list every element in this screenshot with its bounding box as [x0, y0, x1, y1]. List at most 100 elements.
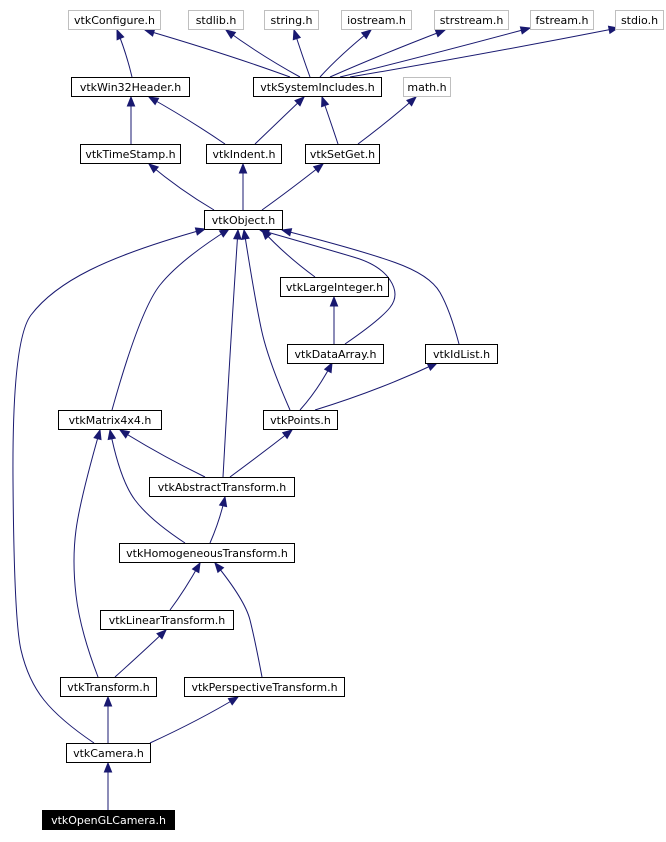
node-vtkPerspectiveTransform[interactable]: vtkPerspectiveTransform.h — [184, 677, 345, 697]
node-vtkWin32Header[interactable]: vtkWin32Header.h — [71, 77, 190, 97]
node-box-vtkTransform — [60, 677, 157, 697]
node-box-vtkAbstractTransform — [149, 477, 295, 497]
node-box-vtkOpenGLCamera — [42, 810, 175, 830]
node-label-vtkLinearTransform: vtkLinearTransform.h — [109, 614, 226, 627]
edge-vtkIndent-to-vtkWin32Header — [148, 96, 226, 145]
arrowhead-vtkCamera-to-vtkObject — [194, 227, 207, 236]
node-vtkTransform[interactable]: vtkTransform.h — [60, 677, 157, 697]
node-label-vtkLargeInteger: vtkLargeInteger.h — [286, 281, 383, 294]
node-box-vtkSetGet — [305, 144, 380, 164]
arrowhead-vtkTransform-to-vtkMatrix4x4 — [93, 428, 102, 441]
arrowhead-vtkSystemIncludes-to-fstream — [519, 26, 532, 35]
node-vtkSetGet[interactable]: vtkSetGet.h — [305, 144, 380, 164]
arrowhead-vtkDataArray-to-vtkLargeInteger — [329, 295, 339, 307]
node-box-vtkObject — [204, 210, 283, 230]
node-label-stdlib: stdlib.h — [196, 14, 237, 27]
edge-vtkTransform-to-vtkMatrix4x4 — [73, 429, 101, 678]
arrowhead-vtkObject-to-vtkSetGet — [312, 163, 325, 174]
node-box-vtkConfigure — [68, 10, 161, 30]
edge-vtkAbstractTransform-to-vtkPoints — [229, 429, 293, 478]
arrowhead-vtkMatrix4x4-to-vtkObject — [218, 228, 231, 238]
node-iostream: iostream.h — [341, 10, 412, 30]
node-box-fstream — [530, 10, 594, 30]
node-label-vtkIdList: vtkIdList.h — [433, 348, 490, 361]
edge-vtkObject-to-vtkTimeStamp — [148, 163, 215, 211]
node-vtkMatrix4x4[interactable]: vtkMatrix4x4.h — [58, 410, 162, 430]
node-label-vtkOpenGLCamera: vtkOpenGLCamera.h — [51, 814, 166, 827]
node-vtkLargeInteger[interactable]: vtkLargeInteger.h — [280, 277, 389, 297]
node-label-vtkPerspectiveTransform: vtkPerspectiveTransform.h — [191, 681, 337, 694]
arrowhead-vtkObject-to-vtkTimeStamp — [147, 163, 160, 174]
node-box-vtkLargeInteger — [280, 277, 389, 297]
node-stdio: stdio.h — [615, 10, 664, 30]
edge-vtkHomogeneousTransform-to-vtkMatrix4x4 — [109, 429, 186, 544]
node-box-vtkHomogeneousTransform — [119, 543, 295, 563]
edge-vtkDataArray-to-vtkObject — [259, 229, 396, 345]
node-box-vtkTimeStamp — [80, 144, 181, 164]
edge-vtkMatrix4x4-to-vtkObject — [111, 228, 230, 411]
node-label-vtkMatrix4x4: vtkMatrix4x4.h — [69, 414, 152, 427]
node-label-vtkDataArray: vtkDataArray.h — [295, 348, 377, 361]
edge-vtkIndent-to-vtkSystemIncludes — [254, 96, 305, 145]
arrowhead-vtkHomogeneousTransform-to-vtkAbstractTransform — [218, 495, 228, 508]
node-strstream: strstream.h — [434, 10, 509, 30]
arrowhead-vtkTimeStamp-to-vtkWin32Header — [126, 95, 136, 107]
node-box-iostream — [341, 10, 412, 30]
node-vtkCamera[interactable]: vtkCamera.h — [66, 743, 151, 763]
graph-edges — [12, 25, 620, 810]
node-vtkPoints[interactable]: vtkPoints.h — [263, 410, 338, 430]
edge-vtkSystemIncludes-to-fstream — [339, 27, 531, 78]
arrowhead-vtkPerspectiveTransform-to-vtkHomogeneousTransform — [214, 561, 225, 574]
node-vtkAbstractTransform[interactable]: vtkAbstractTransform.h — [149, 477, 295, 497]
arrowhead-vtkPoints-to-vtkObject — [241, 228, 250, 241]
node-box-vtkCamera — [66, 743, 151, 763]
node-vtkIndent[interactable]: vtkIndent.h — [206, 144, 282, 164]
node-vtkIdList[interactable]: vtkIdList.h — [425, 344, 498, 364]
arrowhead-vtkCamera-to-vtkPerspectiveTransform — [227, 696, 240, 706]
node-box-string — [264, 10, 319, 30]
arrowhead-vtkCamera-to-vtkTransform — [103, 695, 113, 707]
node-label-vtkConfigure: vtkConfigure.h — [74, 14, 155, 27]
node-fstream: fstream.h — [530, 10, 594, 30]
node-box-vtkDataArray — [287, 344, 384, 364]
arrowhead-vtkTransform-to-vtkLinearTransform — [156, 629, 167, 640]
edge-vtkPerspectiveTransform-to-vtkHomogeneousTransform — [214, 562, 263, 678]
node-label-stdio: stdio.h — [621, 14, 658, 27]
edge-vtkSystemIncludes-to-strstream — [329, 29, 446, 78]
node-label-vtkHomogeneousTransform: vtkHomogeneousTransform.h — [126, 547, 288, 560]
node-vtkDataArray[interactable]: vtkDataArray.h — [287, 344, 384, 364]
arrowhead-vtkIndent-to-vtkSystemIncludes — [294, 96, 305, 107]
arrowhead-vtkAbstractTransform-to-vtkObject — [233, 228, 242, 240]
node-box-stdio — [615, 10, 664, 30]
edge-vtkSystemIncludes-to-stdio — [349, 27, 619, 78]
edge-vtkIdList-to-vtkObject — [281, 229, 460, 345]
edge-vtkObject-to-vtkSetGet — [261, 163, 324, 211]
node-vtkSystemIncludes[interactable]: vtkSystemIncludes.h — [253, 77, 382, 97]
arrowhead-vtkIdList-to-vtkObject — [280, 228, 293, 237]
edge-vtkAbstractTransform-to-vtkObject — [222, 229, 239, 478]
node-box-vtkMatrix4x4 — [58, 410, 162, 430]
node-stdlib: stdlib.h — [188, 10, 244, 30]
node-label-vtkSystemIncludes: vtkSystemIncludes.h — [260, 81, 374, 94]
arrowhead-vtkSetGet-to-vtkSystemIncludes — [321, 95, 330, 108]
edge-vtkCamera-to-vtkObject — [12, 228, 206, 744]
node-box-strstream — [434, 10, 509, 30]
node-vtkLinearTransform[interactable]: vtkLinearTransform.h — [100, 610, 234, 630]
arrowhead-vtkAbstractTransform-to-vtkPoints — [281, 429, 294, 440]
node-label-iostream: iostream.h — [347, 14, 406, 27]
node-label-vtkAbstractTransform: vtkAbstractTransform.h — [158, 481, 287, 494]
node-vtkTimeStamp[interactable]: vtkTimeStamp.h — [80, 144, 181, 164]
node-box-stdlib — [188, 10, 244, 30]
node-math: math.h — [403, 77, 451, 97]
node-vtkObject[interactable]: vtkObject.h — [204, 210, 283, 230]
node-vtkHomogeneousTransform[interactable]: vtkHomogeneousTransform.h — [119, 543, 295, 563]
node-box-vtkPerspectiveTransform — [184, 677, 345, 697]
node-box-vtkSystemIncludes — [253, 77, 382, 97]
arrowhead-vtkPoints-to-vtkDataArray — [323, 361, 333, 374]
arrowhead-vtkLinearTransform-to-vtkHomogeneousTransform — [191, 561, 201, 574]
arrowhead-vtkSystemIncludes-to-strstream — [434, 29, 447, 38]
arrowhead-vtkAbstractTransform-to-vtkMatrix4x4 — [118, 429, 131, 439]
node-vtkConfigure: vtkConfigure.h — [68, 10, 161, 30]
node-box-vtkPoints — [263, 410, 338, 430]
